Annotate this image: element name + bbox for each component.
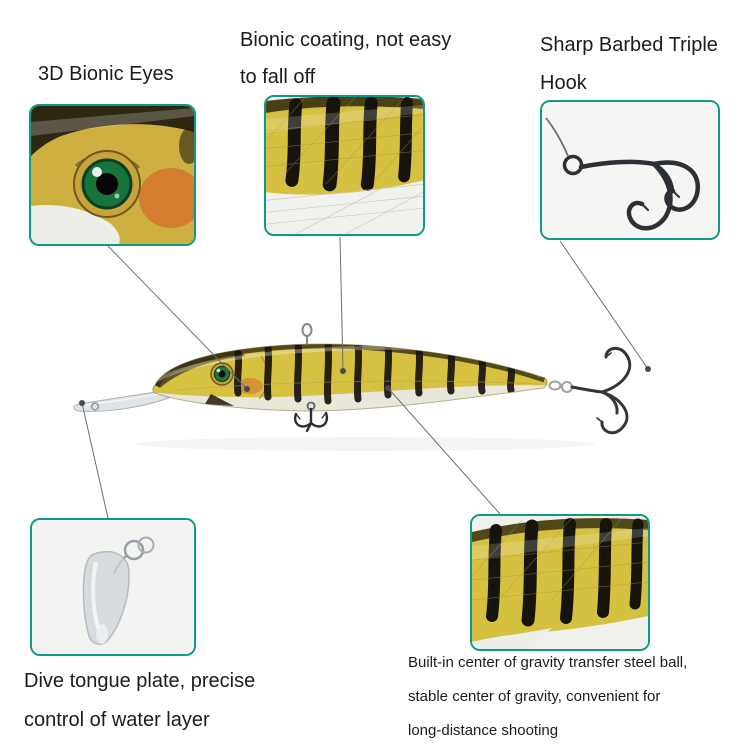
top-line-tie-loop (301, 323, 313, 344)
lure-dive-lip (73, 390, 170, 412)
belly-treble-hook (293, 401, 329, 433)
label-sharp-barbed-triple-hook: Sharp Barbed Triple Hook (540, 26, 718, 102)
label-gravity-steel-ball: Built-in center of gravity transfer stee… (408, 646, 687, 748)
lure-eye (210, 362, 234, 386)
label-line: stable center of gravity, convenient for (408, 688, 661, 705)
callout-box-hook (540, 100, 720, 240)
closeup-eye (73, 150, 141, 218)
scale-texture (472, 517, 648, 601)
closeup-dive-lip (82, 551, 130, 645)
label-bionic-coating: Bionic coating, not easy to fall off (240, 22, 451, 96)
lure-illustration (73, 323, 632, 451)
label-line: control of water layer (24, 709, 210, 731)
coating-closeup-image (266, 97, 423, 234)
label-line: to fall off (240, 66, 316, 88)
closeup-stripes (285, 97, 413, 192)
callout-box-gravity (470, 514, 650, 651)
closeup-treble-hook (562, 154, 701, 231)
hook-closeup-image (542, 102, 718, 238)
lure-body (152, 344, 548, 412)
label-line: 3D Bionic Eyes (38, 63, 174, 85)
callout-box-eyes (29, 104, 196, 246)
gravity-closeup-image (472, 516, 648, 649)
pectoral-fin (205, 394, 234, 406)
label-line: long-distance shooting (408, 722, 559, 739)
tail-treble-hook (548, 346, 632, 435)
label-line: Built-in center of gravity transfer stee… (408, 654, 688, 671)
belly-scale-net (266, 184, 423, 234)
belly-white-corner (472, 628, 552, 649)
label-line: Sharp Barbed Triple (540, 34, 718, 56)
callout-box-coating (264, 95, 425, 236)
label-3d-bionic-eyes: 3D Bionic Eyes (38, 60, 174, 88)
label-dive-tongue-plate: Dive tongue plate, precise control of wa… (24, 662, 255, 740)
lure-shadow (135, 437, 595, 451)
label-line: Dive tongue plate, precise (24, 670, 256, 692)
label-line: Bionic coating, not easy (240, 29, 452, 51)
tongue-closeup-image (32, 520, 194, 654)
scale-texture (266, 97, 423, 185)
label-line: Hook (540, 72, 587, 94)
eye-closeup-image (31, 106, 194, 244)
lure-product-image (45, 292, 705, 464)
closeup-stripes (486, 518, 644, 627)
callout-box-tongue (30, 518, 196, 656)
